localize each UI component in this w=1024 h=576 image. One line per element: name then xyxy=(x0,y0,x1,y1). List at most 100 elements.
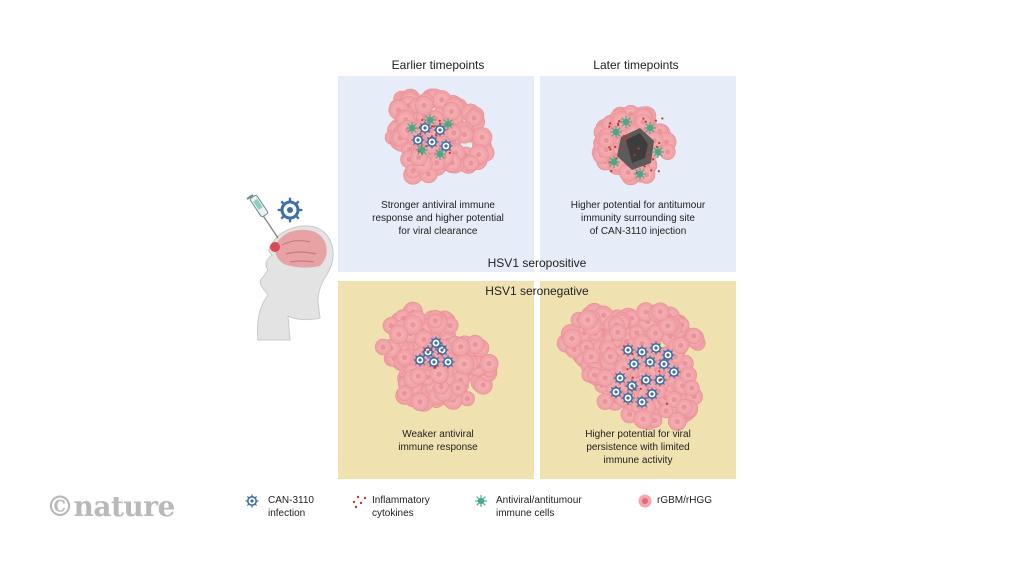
cytokine-dot xyxy=(644,120,647,123)
head-illustration xyxy=(257,225,334,341)
cytokine-dot xyxy=(448,151,451,155)
virus-particle xyxy=(634,394,650,410)
cytokine-dot xyxy=(640,381,643,384)
cytokine-dot xyxy=(608,122,612,125)
immune-cell xyxy=(441,117,455,131)
cytokine-dot xyxy=(649,143,652,146)
cytokine-dot xyxy=(637,147,640,150)
cytokine-dot xyxy=(646,151,649,154)
immune-cell xyxy=(633,167,647,181)
cytokine-dot xyxy=(621,148,624,151)
cytokine-dot xyxy=(643,165,646,168)
cytokine-dot xyxy=(642,117,645,120)
cytokine-dot xyxy=(631,353,634,356)
cytokine-dot xyxy=(623,345,626,348)
cytokine-dot xyxy=(608,125,611,128)
immune-cell xyxy=(607,155,621,169)
immune-cell xyxy=(415,143,429,157)
immune-cell xyxy=(643,121,657,135)
cytokine-dot xyxy=(608,146,611,149)
cytokine-dot xyxy=(609,148,612,151)
immune-cell xyxy=(405,121,419,135)
cytokine-dot xyxy=(646,157,650,160)
cytokine-dot xyxy=(626,163,629,167)
virus-particle xyxy=(638,372,654,388)
legend-item-tumour-cells: rGBM/rHGG xyxy=(657,495,712,506)
cytokine-dot xyxy=(435,134,438,137)
virus-particle xyxy=(642,354,658,370)
cytokine-dot xyxy=(654,119,658,122)
nature-logo: ©nature xyxy=(46,490,175,523)
cytokine-dot xyxy=(432,125,436,128)
cytokine-dot xyxy=(632,386,635,389)
cytokine-dot xyxy=(631,376,634,379)
virus-particle xyxy=(648,340,664,356)
tumour-cluster-neg-early xyxy=(374,301,499,412)
cytokine-dot xyxy=(623,140,626,143)
syringe-icon xyxy=(246,194,279,239)
virus-particle xyxy=(438,138,454,154)
cytokine-dot xyxy=(439,352,442,355)
cytokine-dot xyxy=(647,155,650,158)
virus-particle xyxy=(624,378,640,394)
cytokine-dot xyxy=(660,378,663,381)
immune-cell xyxy=(619,115,633,129)
tumour-cell-legend-icon xyxy=(638,494,652,508)
cytokine-dot xyxy=(661,117,664,120)
virus-particle xyxy=(620,390,636,406)
immune-cell xyxy=(433,147,447,161)
column-heading-late: Later timepoints xyxy=(593,58,679,72)
virus-particle xyxy=(644,386,660,402)
virus-particle xyxy=(666,364,682,380)
cytokine-dot xyxy=(610,170,613,173)
cytokine-dot xyxy=(658,370,661,373)
virus-particle xyxy=(426,354,442,370)
cytokine-dot xyxy=(421,118,424,121)
virus-particle xyxy=(612,370,628,386)
cytokine-dot xyxy=(438,119,441,122)
cytokine-dot xyxy=(650,169,653,172)
immune-cell xyxy=(651,145,665,159)
row-label-seropositive: HSV1 seropositive xyxy=(487,256,587,270)
cytokine-dot xyxy=(442,346,446,349)
immune-cell xyxy=(423,113,437,127)
cytokine-dot xyxy=(665,402,669,405)
tumour-cluster-pos-early xyxy=(384,88,495,185)
cytokines-legend-icon xyxy=(352,495,367,509)
cytokine-dot xyxy=(658,141,661,145)
virus-particle xyxy=(656,356,672,372)
virus-particle xyxy=(428,335,444,351)
row-label-seronegative: HSV1 seronegative xyxy=(485,284,589,298)
cytokine-dot xyxy=(617,122,620,125)
immune-cell xyxy=(609,125,623,139)
cytokine-dot xyxy=(419,132,422,136)
virus-particle xyxy=(608,384,624,400)
cytokine-dot xyxy=(633,154,636,157)
column-heading-early: Earlier timepoints xyxy=(391,58,485,72)
virus-particle xyxy=(652,372,668,388)
cytokine-dot xyxy=(626,134,629,137)
cytokine-dot xyxy=(624,137,627,140)
virus-particle xyxy=(626,356,642,372)
virus-particle xyxy=(634,344,650,360)
cytokine-dot xyxy=(617,124,620,127)
cytokine-dot xyxy=(657,170,660,173)
cytokine-dot xyxy=(652,158,655,161)
virus-particle xyxy=(412,352,428,368)
virus-particle xyxy=(432,122,448,138)
cytokine-dot xyxy=(618,120,621,123)
cytokine-dot xyxy=(655,145,658,148)
cytokine-dot xyxy=(622,134,625,137)
virus-particle xyxy=(424,134,440,150)
cytokine-dot xyxy=(433,366,437,370)
cytokine-dot xyxy=(424,349,427,352)
cytokine-dot xyxy=(614,145,617,148)
cytokine-dot xyxy=(430,125,434,128)
